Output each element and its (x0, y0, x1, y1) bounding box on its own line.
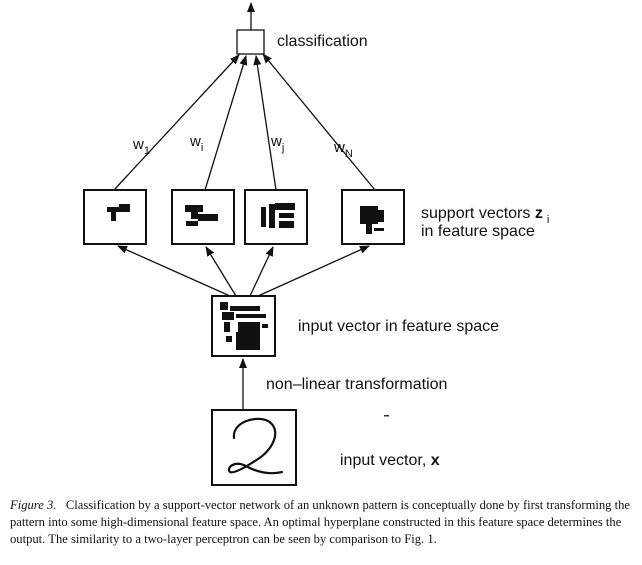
input-vector-label: input vector, x (340, 452, 440, 469)
stray-mark (384, 415, 389, 417)
feature-space-pattern (220, 302, 268, 350)
caption-text: Classification by a support-vector netwo… (10, 498, 630, 546)
feature-space-label: input vector in feature space (298, 318, 500, 335)
feature-arrow-1 (117, 245, 231, 297)
classification-label: classification (277, 33, 368, 50)
support-vector-pattern-i (185, 205, 218, 226)
input-vector-symbol: x (430, 452, 440, 469)
network-diagram (83, 2, 405, 486)
support-vector-box-j (244, 189, 308, 245)
weight-line-i (204, 55, 248, 191)
weight-line-j (253, 55, 277, 191)
support-vectors-label-line2: in feature space (421, 223, 535, 240)
weight-label-n: wN (334, 139, 353, 160)
transform-label: non–linear transformation (266, 376, 448, 393)
weight-label-i: wi (190, 133, 204, 154)
classification-node (236, 29, 265, 55)
weight-label-1: w1 (133, 136, 150, 157)
support-vector-pattern-1 (107, 204, 130, 221)
weight-label-j: wj (271, 133, 285, 154)
support-vectors-symbol: z (534, 205, 543, 222)
weight-line-1 (113, 54, 240, 191)
figure-label: Figure 3. (10, 498, 57, 512)
feature-arrow-i (205, 246, 237, 297)
feature-arrow-j (249, 246, 274, 297)
figure-caption: Figure 3. Classification by a support-ve… (10, 497, 638, 548)
support-vectors-subscript: i (546, 214, 550, 226)
feature-arrow-n (257, 245, 370, 297)
support-vector-pattern-j (261, 203, 295, 228)
weight-line-n (262, 53, 376, 191)
support-vector-pattern-n (360, 206, 384, 234)
handwritten-digit-2 (227, 417, 284, 475)
input-vector-box (211, 409, 297, 486)
